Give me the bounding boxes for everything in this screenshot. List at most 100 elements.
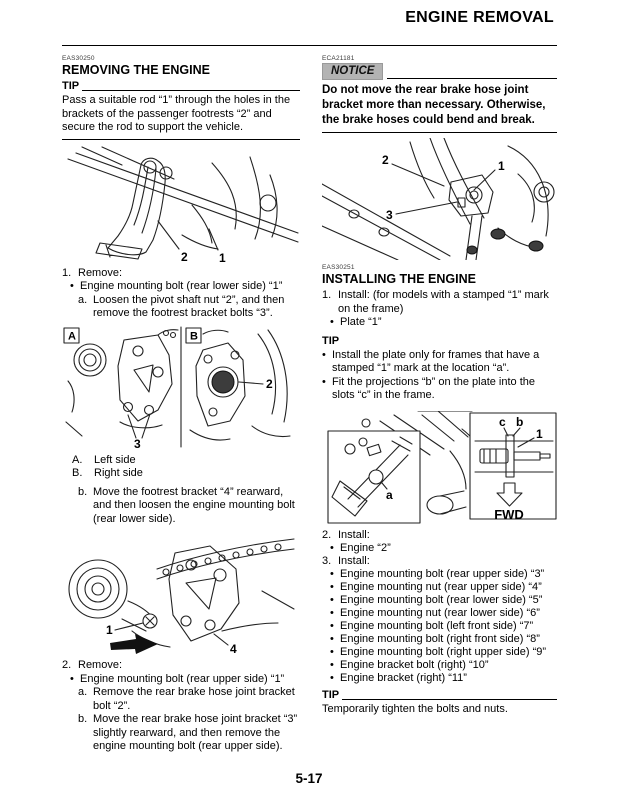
notice-text: Do not move the rear brake hose joint br… [322,84,546,126]
substep-text: Remove the rear brake hose joint bracket… [93,686,295,712]
shaft-circles [73,342,107,377]
figure-footrest-bracket-chain: 1 4 [62,531,300,655]
substep-a: a. Remove the rear brake hose joint brac… [62,686,300,713]
tube-bolt [378,227,390,237]
engine-bolt [528,240,544,252]
figure-label: 3 [386,208,393,222]
bracket-hole [230,349,240,360]
step-install-2: 2. Install: [322,529,557,542]
bullet-text: Engine mounting bolt (rear upper side) “… [340,567,545,580]
pivot-nut [211,370,235,393]
leader-a [381,481,388,490]
foot-plate [95,241,143,260]
step-number: 2. [322,528,332,541]
bracket-hole [213,568,227,582]
figure-plate-install: a c b 1 FWD [322,410,557,525]
legend-text: Right side [94,467,143,479]
frame-tubes [379,410,473,456]
bracket-hole [204,619,216,631]
strut-bolt [466,245,478,255]
leader-2 [391,163,445,187]
bracket-hole [180,615,192,627]
notice-closing-rule [322,132,557,133]
direction-arrow [110,634,158,654]
install-list: 2. Install: • Engine “2” 3. Install: • E… [322,529,557,685]
bracket-inner-lines [133,165,157,234]
bullet-glyph: • [330,580,334,593]
step-bullet: • Engine mounting bolt (rear lower side)… [322,594,557,607]
chain-link [260,545,268,553]
bullet-text: Engine mounting bolt (rear lower side) “… [80,280,283,292]
damper-rod [391,435,413,452]
bolt-cross [145,616,155,626]
step-install-3: 3. Install: [322,555,557,568]
figure-label: 2 [382,153,389,167]
header-rule [62,45,557,46]
chain-link [176,564,184,572]
section-title-removing: REMOVING THE ENGINE [62,63,210,77]
tip-closing-rule [62,138,300,140]
left-column: EAS30250 REMOVING THE ENGINE TIP Pass a … [62,55,300,754]
bullet-text: Engine bracket (right) “11” [340,671,467,684]
engine-boss [533,181,555,203]
content-columns: EAS30250 REMOVING THE ENGINE TIP Pass a … [62,55,557,754]
engine-case-circles [91,582,105,596]
page-number: 5-17 [295,771,323,786]
substep-b: b. Move the footrest bracket “4” rearwar… [62,486,300,527]
section-title-installing: INSTALLING THE ENGINE [322,272,476,286]
engine-scribbles [211,155,278,240]
tip-bullet-text: Install the plate only for frames that h… [332,348,540,375]
leader-4 [213,633,229,646]
rod-line [67,157,299,243]
bracket-cutout [185,577,217,610]
step-bullet: • Engine mounting bolt (rear lower side)… [62,280,300,294]
section-code-installing: EAS30251 [322,264,355,271]
bullet-text: Engine mounting bolt (rear upper side) “… [80,672,285,685]
section-code-removing: EAS30250 [62,55,95,62]
notice-code: ECA21181 [322,55,355,62]
bullet-glyph: • [330,316,334,328]
shaft-circles [83,352,97,367]
cross-tube-lines [439,489,467,515]
bullet-text: Engine mounting nut (rear lower side) “6… [340,606,540,619]
fwd-label: FWD [494,507,524,522]
bullet-text: Engine mounting bolt (right front side) … [340,632,540,645]
bullet-glyph: • [330,632,334,645]
bracket-a-outline [117,333,173,422]
leader-3 [127,412,151,439]
figure-brake-hose-bracket: 2 1 3 [322,138,557,260]
bullet-glyph: • [330,606,334,619]
substep-letter: a. [78,293,88,306]
substep-letter: b. [78,485,88,498]
panel-a-letter: A [68,330,76,342]
chain-link [169,331,177,338]
engine-boss [538,186,550,198]
figure-label: b [516,415,523,429]
bracket-hole [185,559,197,571]
bracket-hole [143,404,155,415]
tip-bullet: • Fit the projections “b” on the plate i… [322,376,557,403]
leader-1 [473,169,496,191]
leader-3 [395,201,458,215]
panel-a-scribbles [119,328,179,428]
substep-letter: a. [78,686,88,698]
bullet-glyph: • [330,619,334,632]
panel-b-scribbles [189,329,231,441]
leader-2 [157,219,180,250]
step-bullet: • Engine bracket bolt (right) “10” [322,659,557,672]
bracket-hole [132,344,144,357]
small-bolt [344,442,356,455]
chain-link [204,557,212,565]
bracket-eye [159,165,173,180]
bullet-text: Engine bracket bolt (right) “10” [340,658,489,671]
chain-link [218,554,226,562]
bolt-head [479,447,509,464]
panel-a-scribbles [65,379,83,437]
panel-b-scribbles [251,328,291,437]
step-number: 2. [62,659,72,671]
tip-bullet-text: Fit the projections “b” on the plate int… [332,375,536,402]
chain-link [232,551,240,559]
bullet-glyph: • [330,645,334,658]
substep-b: b. Move the rear brake hose joint bracke… [62,713,300,754]
